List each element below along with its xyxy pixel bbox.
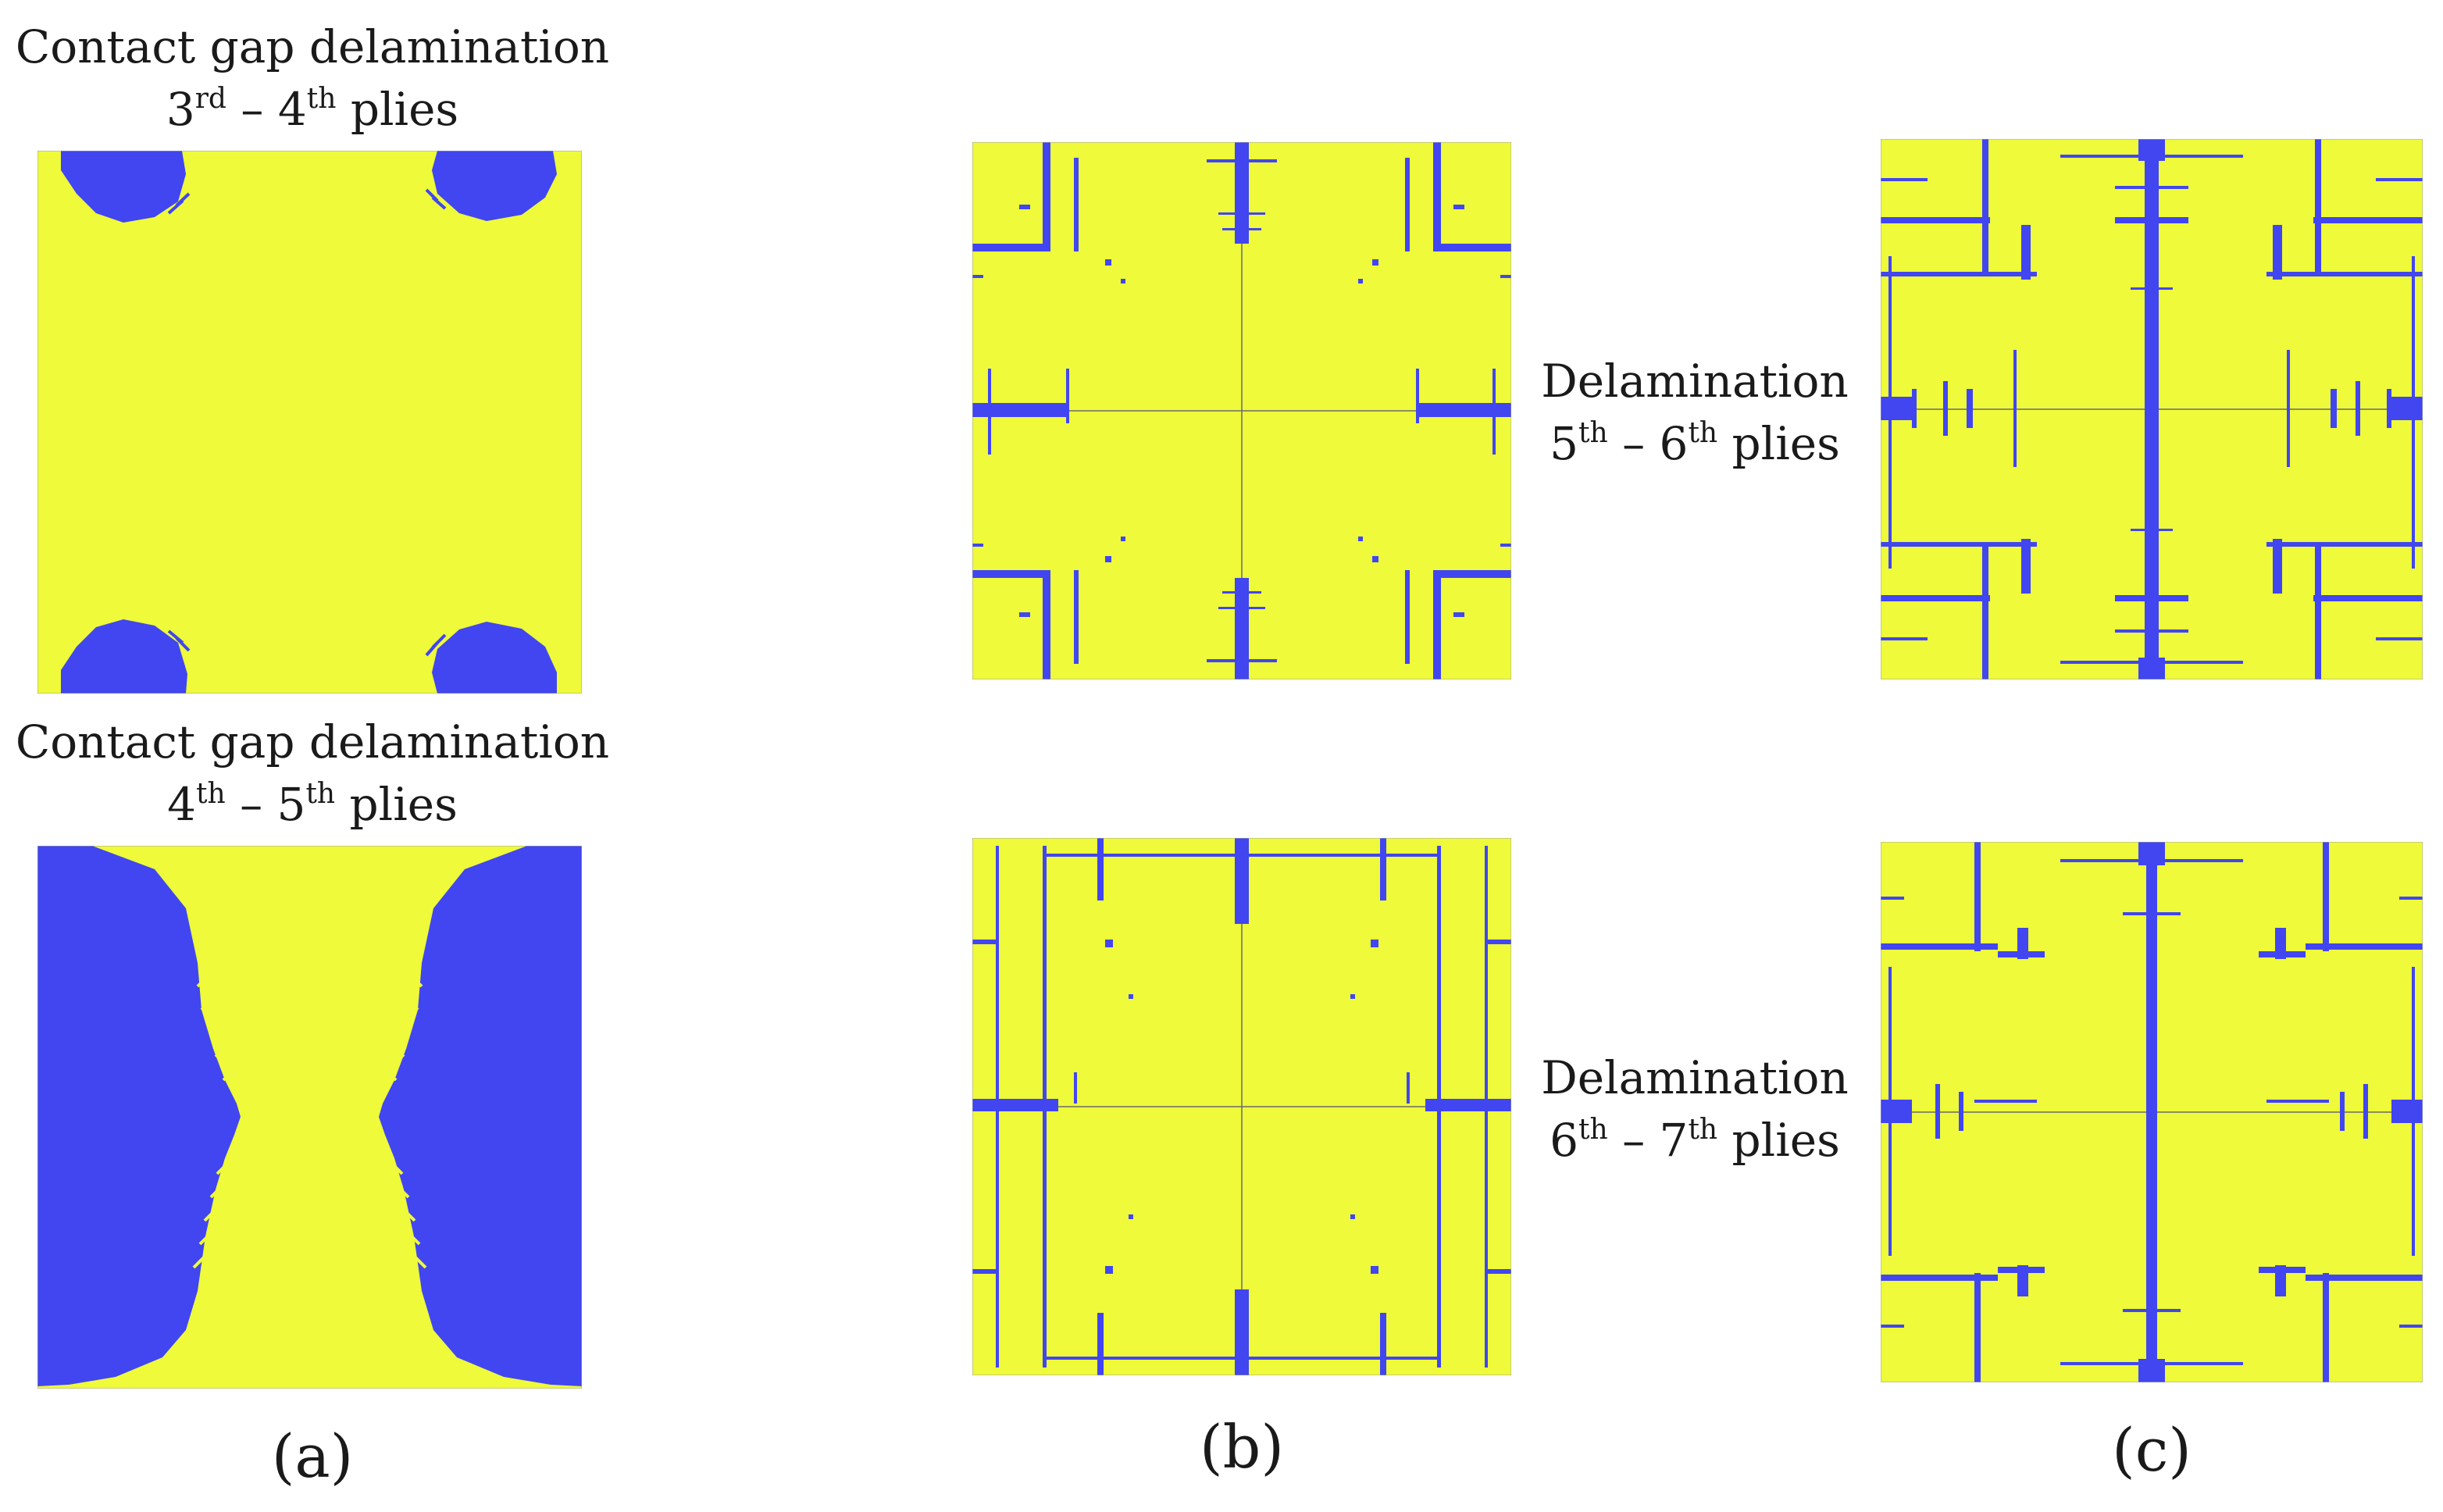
- corner-blob-top-right: [432, 151, 557, 221]
- label-a-bottom-plies: 4th – 5th plies: [167, 778, 458, 831]
- label-a-bottom: Contact gap delamination 4th – 5th plies: [8, 711, 617, 836]
- panel-c-top-map: [1881, 139, 2423, 679]
- panel-a-bottom-map: [37, 846, 582, 1389]
- side-lobe-left: [37, 846, 241, 1386]
- panel-c-bottom-map: [1881, 842, 2423, 1382]
- center-lines: [972, 838, 1511, 1375]
- delamination-cracks: [972, 838, 1511, 1375]
- panel-b-top: [972, 142, 1511, 679]
- delamination-regions: [37, 846, 582, 1386]
- label-mid-top-plies: 5th – 6th plies: [1550, 417, 1840, 470]
- label-a-top-plies: 3rd – 4th plies: [166, 83, 459, 136]
- corner-blob-bottom-right: [432, 622, 557, 694]
- label-a-top: Contact gap delamination 3rd – 4th plies: [8, 16, 617, 141]
- label-a-bottom-title: Contact gap delamination: [15, 715, 610, 768]
- caption-a: (a): [271, 1421, 354, 1491]
- hatch-marks: [192, 969, 427, 1269]
- delamination-cracks: [1881, 842, 2423, 1382]
- label-mid-bottom: Delamination 6th – 7th plies: [1527, 1047, 1863, 1171]
- panel-b-bottom-map: [972, 838, 1511, 1375]
- delamination-cracks: [1881, 139, 2423, 679]
- label-mid-top-title: Delamination: [1541, 355, 1849, 408]
- delamination-cracks: [972, 142, 1511, 679]
- delamination-regions: [61, 151, 557, 694]
- corner-blob-top-left: [61, 151, 186, 223]
- caption-b: (b): [1200, 1412, 1284, 1482]
- label-a-top-title: Contact gap delamination: [15, 20, 610, 73]
- side-lobe-right: [379, 846, 582, 1386]
- panel-b-bottom: [972, 838, 1511, 1375]
- panel-c-bottom: [1881, 842, 2423, 1382]
- label-mid-top: Delamination 5th – 6th plies: [1527, 350, 1863, 475]
- panel-c-top: [1881, 139, 2423, 679]
- label-mid-bottom-title: Delamination: [1541, 1051, 1849, 1104]
- panel-a-bottom: [37, 846, 582, 1389]
- panel-a-top: [37, 151, 582, 694]
- panel-a-top-map: [37, 151, 582, 694]
- label-mid-bottom-plies: 6th – 7th plies: [1550, 1114, 1840, 1167]
- hatch-marks: [167, 188, 447, 657]
- caption-c: (c): [2112, 1415, 2192, 1485]
- panel-b-top-map: [972, 142, 1511, 679]
- corner-blob-bottom-left: [61, 619, 187, 694]
- intact-region: [37, 151, 582, 694]
